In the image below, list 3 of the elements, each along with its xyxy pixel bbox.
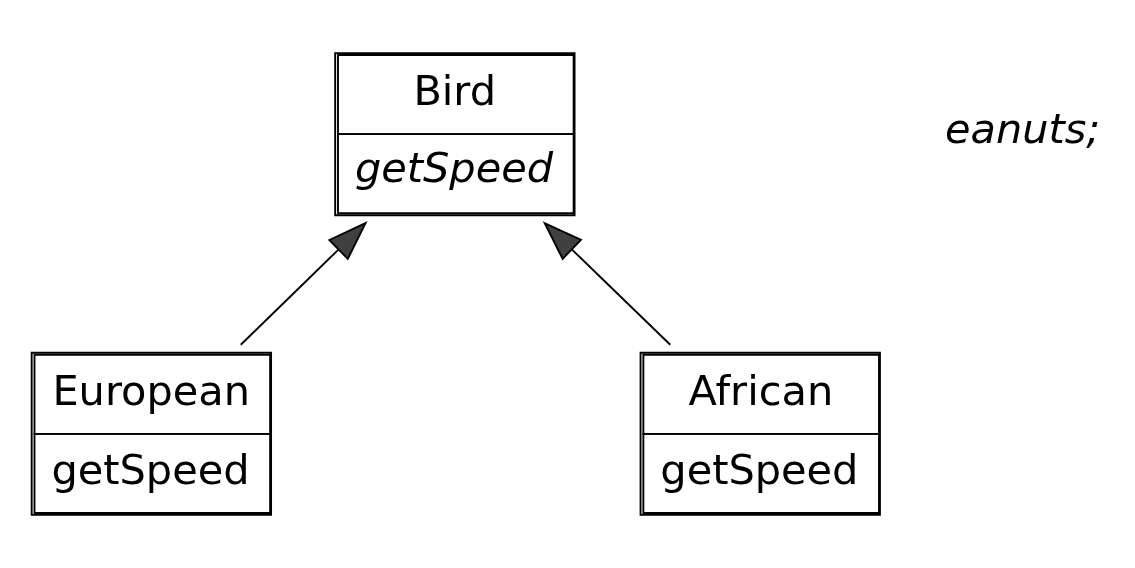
arrow [542,221,672,346]
label: eanuts; [944,104,1101,153]
arrow [239,221,368,346]
